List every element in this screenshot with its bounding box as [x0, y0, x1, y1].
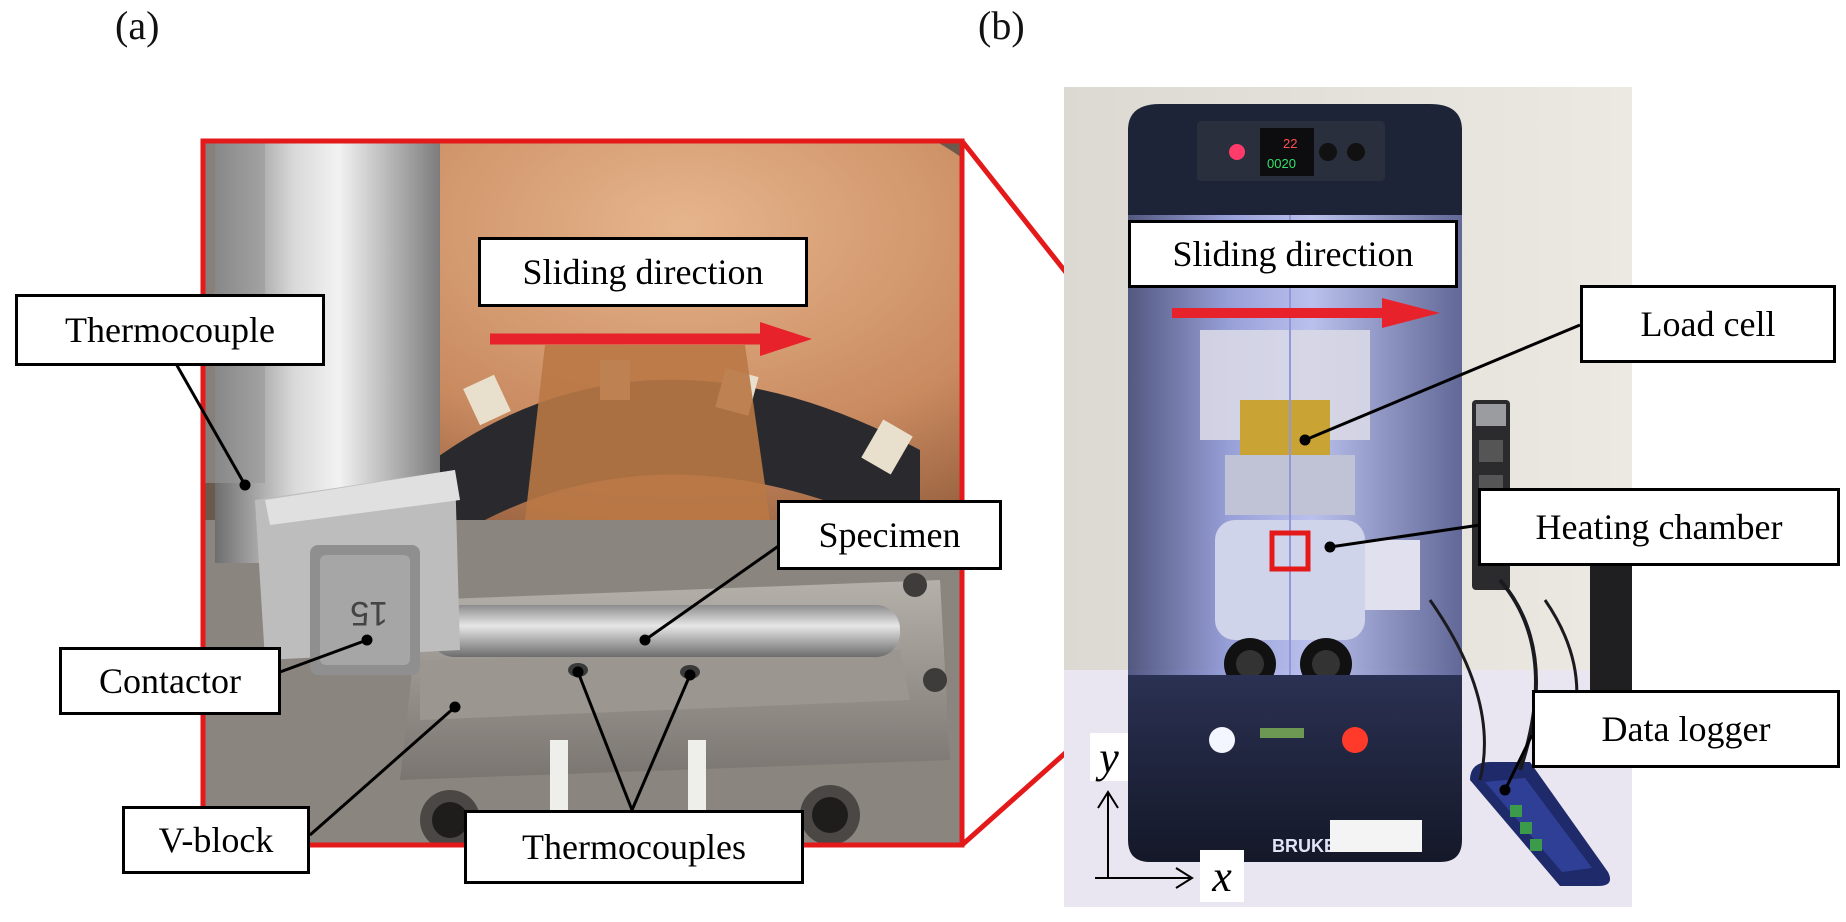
label-specimen: Specimen — [777, 500, 1002, 570]
bruker-logo: BRUKER — [1272, 836, 1349, 856]
panel-b-label: (b) — [978, 3, 1025, 48]
label-sliding-direction-a: Sliding direction — [478, 237, 808, 307]
contactor-engraving: 15 — [350, 594, 388, 632]
label-heating-chamber: Heating chamber — [1478, 488, 1840, 566]
controller-readout-top: 22 — [1283, 136, 1297, 151]
sliding-direction-arrow-a — [760, 322, 812, 356]
axis-label-x: x — [1200, 850, 1244, 902]
label-data-logger: Data logger — [1532, 690, 1840, 768]
sliding-direction-arrow-b — [1382, 298, 1440, 328]
axis-label-y: y — [1090, 733, 1128, 782]
panel-a-label: (a) — [115, 3, 160, 48]
label-thermocouples: Thermocouples — [464, 810, 804, 884]
xy-axes — [1095, 790, 1194, 889]
panel-a-photo: 15 — [205, 143, 960, 843]
label-sliding-direction-b: Sliding direction — [1128, 220, 1458, 288]
label-contactor: Contactor — [59, 647, 281, 715]
zoom-region-box — [1269, 530, 1311, 572]
label-load-cell: Load cell — [1580, 285, 1836, 363]
label-v-block: V-block — [122, 806, 310, 874]
controller-readout-bottom: 0020 — [1267, 156, 1296, 171]
label-thermocouple: Thermocouple — [15, 294, 325, 366]
